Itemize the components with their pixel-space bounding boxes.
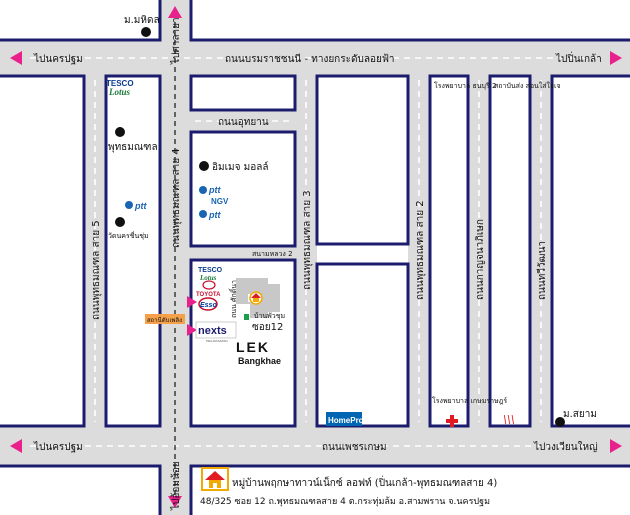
green-marker-icon	[244, 314, 249, 320]
lek-logo: LEK	[236, 339, 270, 355]
project-home-body-icon	[253, 298, 259, 302]
pmt3-label: ถนนพุทธมณฑล สาย 3	[302, 190, 313, 290]
road-labels: ถนนบรมราชชนนี - ทางยกระดับลอยฟ้า ไปนครปฐ…	[33, 17, 602, 511]
ptt-ngv-logo: ptt	[208, 185, 221, 195]
home-label: บ้านพัวชุม	[254, 312, 285, 320]
footer-address: 48/325 ซอย 12 ถ.พุทธมณฑลสาย 4 ต.กระทุ่มล…	[200, 496, 490, 507]
arrow-down-icon	[168, 496, 182, 508]
ptt-mid-icon	[199, 210, 207, 218]
landmarks: ม.มหิดล TESCO Lotus พุทธมณฑล ptt วัดนครช…	[106, 15, 597, 428]
footer-home-roof-icon	[205, 471, 225, 480]
mall-label: อิมเมจ มอลล์	[212, 161, 269, 173]
small-road-label: ถนน ศักดิ์นา	[228, 280, 238, 318]
footer-project: หมู่บ้านพฤกษาทาวน์เน็กซ์ ลอฟท์ (ปิ่นเกล้…	[232, 475, 497, 489]
pmt4-label: ถนนพุทธมณฑล สาย 4	[171, 148, 182, 248]
footer-home-door-icon	[213, 483, 217, 488]
tesco-logo-1: TESCO	[106, 79, 134, 88]
lotus-logo-2: Lotus	[199, 274, 217, 282]
toyota-logo: TOYOTA	[196, 292, 221, 298]
school-label: สถาบันส่ง สอนใส่ใจเจ	[494, 81, 561, 90]
arrow-right-top-icon	[610, 51, 622, 65]
top-north-label: ไปศาลายา	[170, 17, 182, 65]
pmt2-label: ถนนพุทธมณฑล สาย 2	[415, 200, 426, 300]
kaew-label: ถนนกาญจนาภิเษก	[475, 219, 486, 300]
sanamluang-label: สนามหลวง 2	[252, 250, 293, 258]
bangkhae-logo: Bangkhae	[238, 356, 281, 366]
nong-label: ถนนทวีวัฒนา	[536, 241, 548, 300]
wat-dot-icon	[115, 217, 125, 227]
homepro-logo: HomePro	[328, 416, 364, 425]
road-sanamluang	[191, 246, 295, 260]
bottom-left-label: ไปนครปฐม	[33, 441, 83, 453]
ngv-logo: NGV	[211, 197, 229, 206]
ptt-ngv-icon	[199, 186, 207, 194]
arrow-to-project-2-icon	[187, 324, 197, 336]
top-right-label: ไปปิ่นเกล้า	[555, 51, 602, 65]
police-tag	[145, 314, 185, 324]
project-home-roof-icon	[251, 293, 261, 298]
ptt-mid-logo: ptt	[208, 210, 221, 220]
toyota-icon	[202, 280, 216, 290]
lotus-logo-1: Lotus	[108, 87, 131, 97]
hospital1-label: โรงพยาบาล ธนบุรี 2	[434, 81, 496, 90]
nexts-box	[195, 321, 237, 339]
buddhamonthon-label: พุทธมณฑล	[108, 142, 158, 153]
arrow-to-project-1-icon	[187, 296, 197, 308]
hospital-cross-h-icon	[446, 419, 458, 423]
arrow-left-bottom-icon	[10, 439, 22, 453]
top-left-label: ไปนครปฐม	[33, 53, 83, 65]
buddhamonthon-dot-icon	[115, 127, 125, 137]
mahidol-dot-icon	[141, 27, 151, 37]
wat-label: วัดนครชื่นชุ่ม	[108, 231, 149, 240]
red-logo-icon: \\\	[503, 413, 515, 428]
nexts-logo: nexts	[198, 325, 227, 337]
arrow-up-icon	[168, 6, 182, 18]
bottom-road-label: ถนนเพชรเกษม	[322, 442, 387, 453]
soi-label: ซอย12	[252, 322, 283, 333]
hospital2-label: โรงพยาบาล เกษมราษฎร์	[432, 396, 507, 405]
top-road-label: ถนนบรมราชชนนี - ทางยกระดับลอยฟ้า	[225, 53, 395, 65]
esso-icon	[198, 297, 218, 311]
lane-dashes	[30, 22, 600, 500]
nexts-sub: PRAJAKSAPAN	[206, 339, 228, 343]
homepro-box	[326, 412, 362, 426]
bottom-south-label: ไปอ้อมน้อย	[170, 461, 182, 511]
siam-label: ม.สยาม	[563, 409, 597, 420]
mahidol-label: ม.มหิดล	[124, 15, 160, 26]
udhayan-label: ถนนอุทยาน	[218, 117, 269, 128]
esso-logo: Esso	[200, 302, 217, 309]
ptt-left-icon	[125, 201, 133, 209]
bottom-right-label: ไปวงเวียนใหญ่	[533, 441, 598, 453]
arrow-right-bottom-icon	[610, 439, 622, 453]
footer: หมู่บ้านพฤกษาทาวน์เน็กซ์ ลอฟท์ (ปิ่นเกล้…	[200, 467, 497, 507]
siam-dot-icon	[555, 417, 565, 427]
pmt5-label: ถนนพุทธมณฑล สาย 5	[91, 220, 102, 320]
direction-arrows	[10, 6, 622, 508]
mall-dot-icon	[199, 161, 209, 171]
tesco-logo-2: TESCO	[198, 267, 223, 274]
police-label: สถานีดับเพลิง	[147, 316, 182, 324]
arrow-left-top-icon	[10, 51, 22, 65]
ptt-left-logo: ptt	[134, 201, 147, 211]
